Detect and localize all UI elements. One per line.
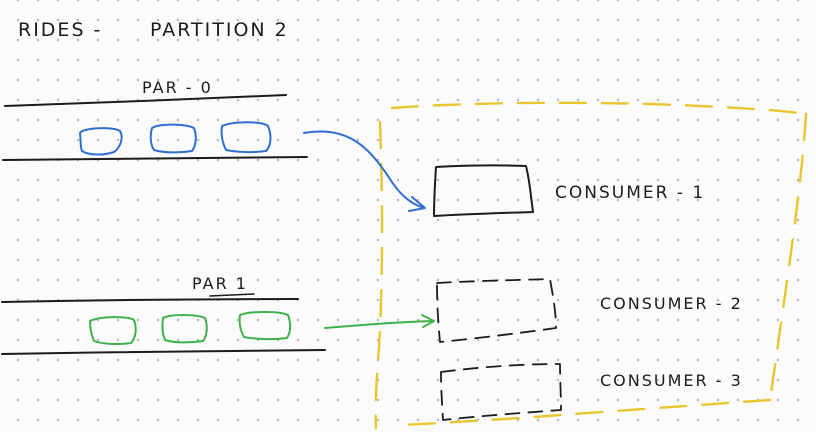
partition-0-message-1 [79, 127, 123, 156]
title-label: PARTITION 2 [150, 19, 289, 41]
consumer-group-top-edge [390, 101, 808, 116]
consumer-group-left-edge [374, 120, 384, 430]
arrow-green-head [421, 314, 435, 328]
partition-1-label: PAR 1 [192, 274, 248, 293]
partition-1-message-1 [89, 316, 137, 346]
consumer-3-label: CONSUMER - 3 [600, 371, 743, 390]
partition-0-message-3 [220, 121, 272, 154]
partition-0-to-consumer-1-arrow [303, 130, 426, 212]
consumer-2-label: CONSUMER - 2 [600, 294, 743, 313]
partition-0-top-line [4, 94, 287, 107]
partition-1-to-consumer-2-arrow [324, 314, 435, 329]
partition-0-bottom-line [2, 156, 308, 161]
partition-0-label: PAR - 0 [142, 78, 213, 97]
arrow-green-line [324, 320, 433, 329]
title-topic: RIDES - [18, 19, 102, 41]
consumer-2: CONSUMER - 2 [436, 278, 743, 343]
arrow-blue-line [303, 130, 425, 209]
partition-1-message-2 [161, 314, 208, 344]
consumer-2-box [436, 278, 557, 343]
consumer-3: CONSUMER - 3 [440, 363, 743, 421]
partition-0-message-2 [149, 123, 197, 154]
partition-0-lane: PAR - 0 [2, 78, 308, 161]
partition-1-top-line [1, 298, 299, 303]
consumer-1-box [433, 164, 534, 217]
consumer-3-box [440, 363, 562, 421]
consumer-1-label: CONSUMER - 1 [555, 183, 705, 203]
consumer-group-right-edge [768, 112, 808, 402]
partition-1-message-3 [238, 311, 292, 341]
arrow-blue-head [408, 196, 426, 212]
consumer-group-boundary [374, 101, 808, 430]
partition-1-label-underline [209, 293, 255, 297]
partition-1-lane: PAR 1 [1, 274, 326, 355]
partition-1-bottom-line [1, 349, 326, 355]
consumer-1: CONSUMER - 1 [433, 164, 705, 217]
consumer-group-bottom-edge [398, 398, 772, 427]
